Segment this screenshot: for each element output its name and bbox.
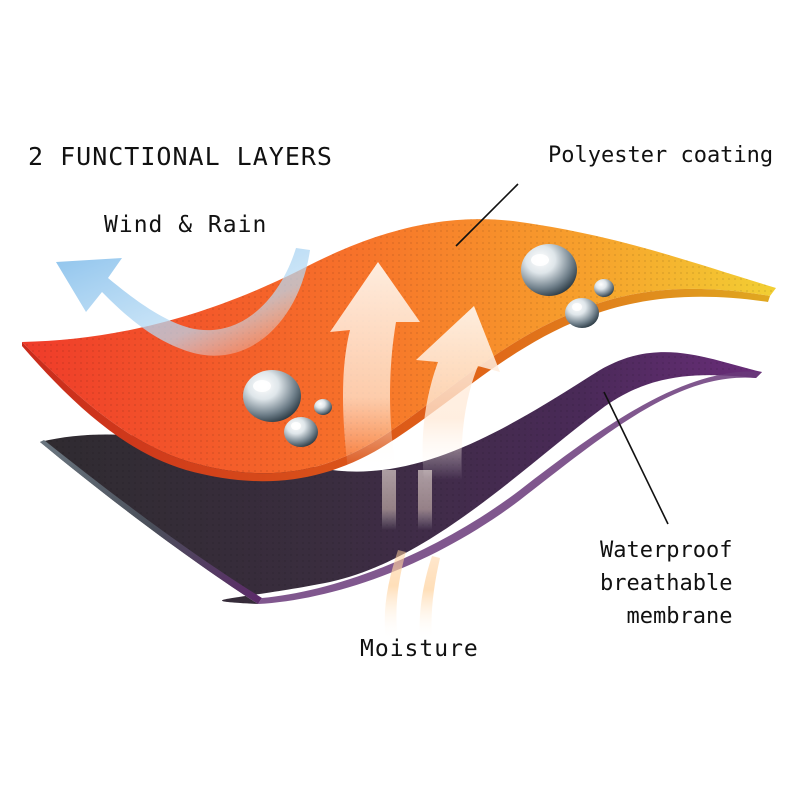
vapor-arrow-icon [330,262,500,480]
polyester-layer [22,219,776,482]
membrane-label-line-2: breathable [600,571,733,596]
membrane-label-line-1: Waterproof [600,538,733,563]
polyester-coating-label: Polyester coating [548,143,774,168]
membrane-label-line-3: membrane [626,604,733,629]
polyester-leader-line [455,183,519,247]
moisture-streaks [382,470,440,640]
membrane-layer [40,352,762,604]
wind-rain-label: Wind & Rain [104,212,268,238]
moisture-label: Moisture [360,636,479,662]
membrane-leader-line [603,391,669,525]
water-droplet-icon [243,244,614,447]
membrane-label: Waterproof breathable membrane [600,534,732,633]
diagram-title: 2 FUNCTIONAL LAYERS [28,142,333,171]
wind-arrow-icon [56,248,310,356]
